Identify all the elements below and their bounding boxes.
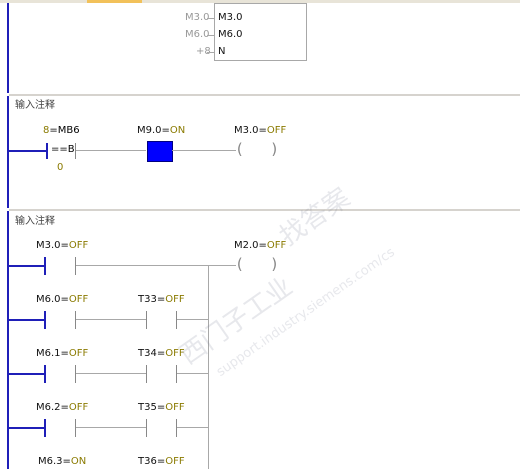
- compare-contact-right: [75, 143, 76, 159]
- function-block-box[interactable]: [214, 3, 307, 61]
- power-rail: [7, 3, 9, 93]
- pin-right-3: N: [218, 46, 226, 57]
- coil-right-paren-icon[interactable]: ): [270, 255, 280, 273]
- rung-wire-blue: [9, 373, 44, 375]
- rung-wire-blue: [9, 319, 44, 321]
- rung-wire-blue: [9, 427, 44, 429]
- editor-tab-accent: [87, 0, 142, 3]
- branch-wire-vertical: [208, 265, 209, 469]
- rung-wire: [76, 150, 146, 151]
- contact-label[interactable]: M6.0=OFF: [36, 294, 89, 305]
- contact-left-bar[interactable]: [146, 365, 147, 383]
- contact-right-bar[interactable]: [75, 311, 76, 329]
- contact-label[interactable]: M3.0=OFF: [36, 240, 89, 251]
- contact-label[interactable]: T33=OFF: [138, 294, 185, 305]
- rung-wire-blue: [9, 265, 44, 267]
- contact-right-bar[interactable]: [75, 419, 76, 437]
- pin-right-1: M3.0: [218, 12, 243, 23]
- contact-label[interactable]: M6.1=OFF: [36, 348, 89, 359]
- contact-label[interactable]: M9.0=ON: [137, 125, 186, 136]
- compare-operand2[interactable]: 0: [57, 162, 64, 173]
- editor-top-strip: [0, 0, 520, 3]
- contact-label[interactable]: M6.2=OFF: [36, 402, 89, 413]
- contact-right-bar[interactable]: [176, 419, 177, 437]
- compare-operand1-addr: 8: [43, 125, 50, 136]
- contact-left-bar[interactable]: [44, 257, 46, 275]
- contact-left-bar[interactable]: [44, 365, 46, 383]
- coil-left-paren-icon[interactable]: (: [235, 140, 245, 158]
- watermark-text-cn: 西门子工业: [174, 271, 299, 371]
- contact-right-bar[interactable]: [75, 365, 76, 383]
- pin-left-2: M6.0: [185, 29, 210, 40]
- contact-left-bar[interactable]: [44, 311, 46, 329]
- contact-left-bar[interactable]: [44, 419, 46, 437]
- contact-right-bar[interactable]: [176, 311, 177, 329]
- rung-wire: [76, 319, 146, 320]
- contact-energized[interactable]: [147, 141, 173, 162]
- rung-wire: [76, 427, 146, 428]
- contact-label[interactable]: T36=OFF: [138, 456, 185, 467]
- rung-wire: [76, 265, 236, 266]
- compare-contact-left: [46, 143, 48, 159]
- coil-label[interactable]: M3.0=OFF: [234, 125, 287, 136]
- contact-right-bar[interactable]: [75, 257, 76, 275]
- compare-operand1-sym: =MB6: [49, 125, 80, 136]
- pin-left-1: M3.0: [185, 12, 210, 23]
- power-rail: [7, 211, 9, 469]
- power-rail: [7, 96, 9, 208]
- network-separator: [9, 209, 520, 211]
- contact-label[interactable]: T35=OFF: [138, 402, 185, 413]
- network-comment[interactable]: 输入注释: [15, 216, 55, 227]
- contact-right-bar[interactable]: [176, 365, 177, 383]
- pin-left-3: +8: [196, 46, 211, 57]
- coil-label[interactable]: M2.0=OFF: [234, 240, 287, 251]
- rung-wire: [172, 150, 236, 151]
- pin-right-2: M6.0: [218, 29, 243, 40]
- contact-label[interactable]: T34=OFF: [138, 348, 185, 359]
- network-separator: [9, 94, 520, 96]
- rung-wire: [177, 427, 208, 428]
- contact-label[interactable]: M6.3=ON: [38, 456, 87, 467]
- network-comment[interactable]: 输入注释: [15, 100, 55, 111]
- rung-wire-blue: [9, 150, 46, 152]
- watermark-text-cn2: 找答案: [274, 182, 356, 253]
- rung-wire: [177, 319, 208, 320]
- contact-left-bar[interactable]: [146, 311, 147, 329]
- watermark: 西门子工业 找答案 support.industry.siemens.com/c…: [124, 102, 516, 448]
- contact-left-bar[interactable]: [146, 419, 147, 437]
- rung-wire: [177, 373, 208, 374]
- pin-wire-1: [207, 18, 214, 19]
- pin-wire-3: [207, 52, 214, 53]
- coil-right-paren-icon[interactable]: ): [270, 140, 280, 158]
- pin-wire-2: [207, 35, 214, 36]
- rung-wire: [76, 373, 146, 374]
- coil-left-paren-icon[interactable]: (: [235, 255, 245, 273]
- compare-operand1[interactable]: 8=MB6: [43, 125, 80, 137]
- compare-operator[interactable]: ==B: [51, 144, 75, 155]
